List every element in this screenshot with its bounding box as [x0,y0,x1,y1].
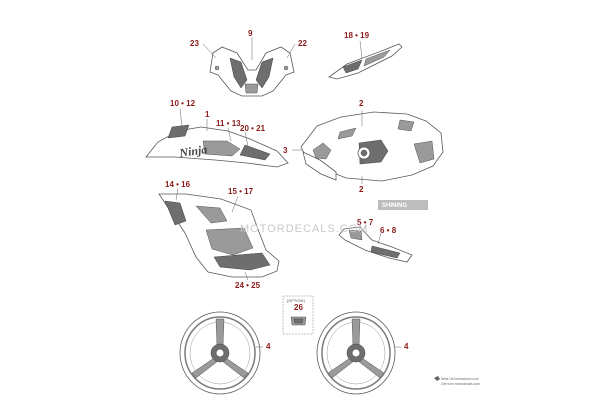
upper-side-fairing: Ninja [145,124,289,168]
watermark: MOTORDECALS.COM SHINING [240,200,428,235]
callout-2-bottom: 2 [359,185,364,194]
callout-22: 22 [298,39,307,48]
lower-side-fairing [158,193,280,278]
watermark-box [378,200,428,210]
option-part: [OPTION] [282,295,314,335]
wheel-left [179,311,261,395]
watermark-box-text: SHINING [382,203,407,209]
callout-11-13: 11 • 13 [216,119,241,128]
callout-26: 26 [294,303,303,312]
callout-23: 23 [190,39,199,48]
option-label: [OPTION] [287,298,305,303]
wheel-right [316,311,396,395]
side-panel-piece [338,226,413,263]
callout-20-21: 20 • 21 [240,124,266,133]
footer-logo-line2: Get from motordecals.com [441,382,480,386]
fuel-tank [300,111,444,182]
callout-6-8: 6 • 8 [380,226,397,235]
footer-logo: Nilne Ok hsmncdoch.com Get from motordec… [434,376,480,386]
callout-10-12: 10 • 12 [170,99,196,108]
callout-4-left: 4 [266,342,271,351]
callout-5-7: 5 • 7 [357,218,374,227]
callout-2-top: 2 [359,99,364,108]
callout-4-right: 4 [404,342,409,351]
callout-1: 1 [205,110,210,119]
front-fairing [209,46,295,97]
callout-14-16: 14 • 16 [165,180,191,189]
ninja-decal-text: Ninja [177,142,208,160]
callout-18-19: 18 • 19 [344,31,370,40]
callout-3: 3 [283,146,288,155]
watermark-site: MOTORDECALS.COM [240,223,368,235]
callout-15-17: 15 • 17 [228,187,254,196]
footer-logo-line1: Nilne Ok hsmncdoch.com [441,377,479,381]
callout-9: 9 [248,29,253,38]
callout-24-25: 24 • 25 [235,281,261,290]
tail-cowl [328,43,403,80]
